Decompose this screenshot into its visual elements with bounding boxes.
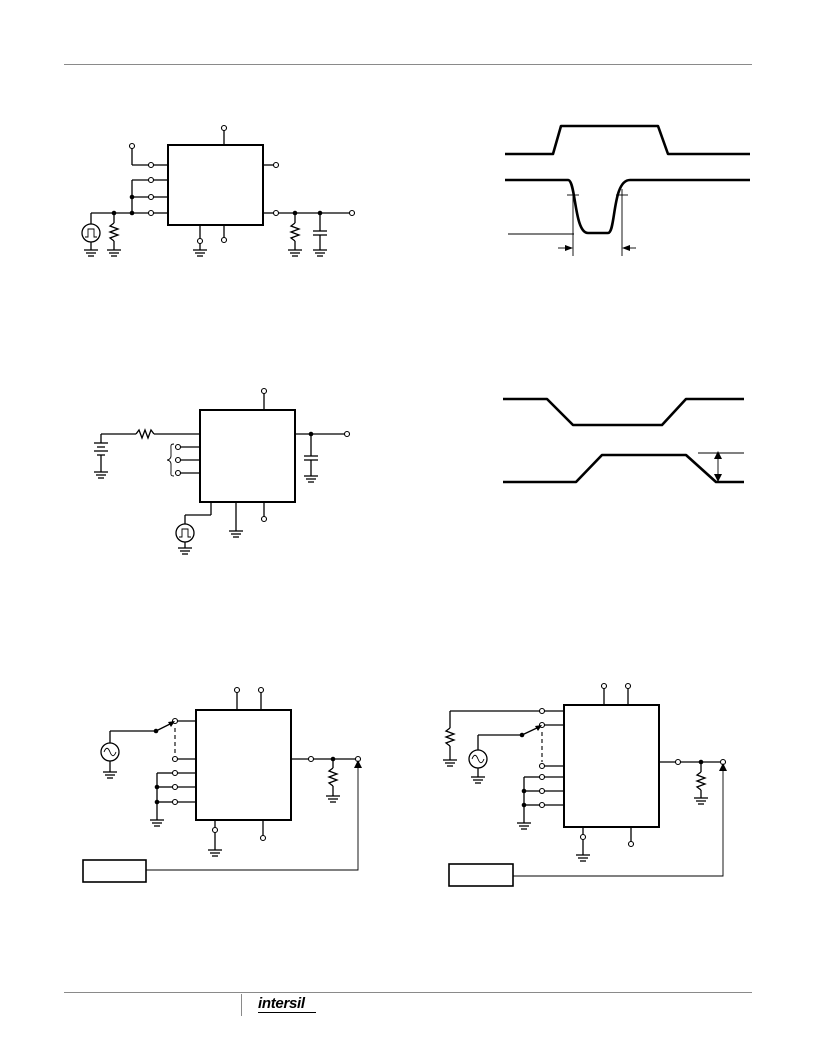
timing-waveform-1 (505, 124, 750, 256)
analyzer-block (82, 859, 147, 883)
test-circuit-1 (81, 124, 356, 257)
logo-underline (258, 1012, 316, 1013)
footer-divider (241, 994, 242, 1016)
test-circuit-3 (82, 686, 362, 883)
test-circuit-4 (443, 682, 727, 887)
ic-block (199, 409, 296, 503)
header-rule (64, 64, 752, 65)
ic-block (167, 144, 264, 226)
timing-waveform-2 (503, 397, 744, 484)
test-circuit-2 (94, 387, 351, 555)
analyzer-block (448, 863, 514, 887)
ic-block (563, 704, 660, 828)
footer-rule (64, 992, 752, 993)
ic-block (195, 709, 292, 821)
intersil-logo: intersil (258, 995, 305, 1012)
